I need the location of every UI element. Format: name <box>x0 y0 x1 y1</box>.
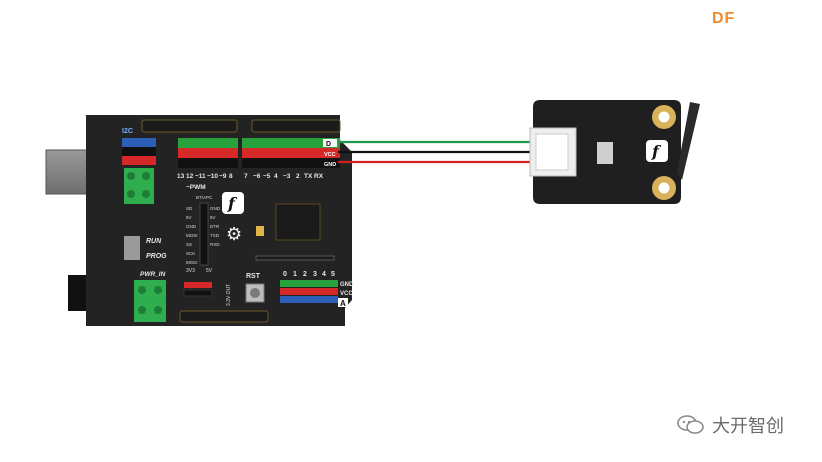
analog-pin-label: 3 <box>313 271 317 278</box>
wechat-icon <box>677 415 704 434</box>
pin-label: 2 <box>296 173 300 180</box>
icsp-label: SD <box>186 206 193 211</box>
icsp-label: SS <box>186 242 192 247</box>
icsp-label: SCK <box>186 251 195 256</box>
bt-label: BT/APC <box>196 195 213 200</box>
watermark-text: 大开智创 <box>712 416 784 437</box>
pin-label: ~9 <box>219 173 227 180</box>
gnd-label: GND <box>340 282 354 288</box>
board-logo-glyph: f <box>227 194 238 213</box>
pin-label: ~11 <box>195 173 206 180</box>
bt-labels: GND 5V DTR TXD RXD <box>210 206 221 247</box>
power-label-5v: 5V <box>206 268 213 274</box>
analog-pin-label: 1 <box>293 271 297 278</box>
wire-tags: D VCC GND <box>323 139 337 168</box>
sensor-module: f <box>529 100 700 204</box>
i2c-header <box>122 138 156 165</box>
mount-hole-bottom-inner <box>658 182 670 194</box>
pin-label: RX <box>314 173 324 180</box>
microcontroller-chip <box>275 203 321 241</box>
icsp-labels: SD 5V GND MOSI SS SCK MISO <box>186 206 198 265</box>
power-label-3v3: 3V3 <box>186 268 195 274</box>
icsp-label: MISO <box>186 260 198 265</box>
bottom-header <box>179 310 269 323</box>
analog-pin-label: 0 <box>283 271 287 278</box>
sensor-lever <box>677 102 700 180</box>
watermark: 大开智创 <box>676 412 784 438</box>
bt-pin-label: DTR <box>210 224 220 229</box>
icsp-label: 5V <box>186 215 192 220</box>
icsp-label: MOSI <box>186 233 198 238</box>
bt-pin-label: 5V <box>210 215 216 220</box>
bt-pin-label: RXD <box>210 242 220 247</box>
gear-icon: ⚙ <box>226 224 242 245</box>
digital-pin-labels: 13 12 ~11 ~10 ~9 8 7 ~6 ~5 4 ~3 2 TX RX <box>177 173 324 180</box>
pin-label: 7 <box>244 173 248 180</box>
i2c-label: I2C <box>122 128 133 135</box>
analog-letter: A <box>340 299 346 308</box>
analog-pin-labels: 0 1 2 3 4 5 <box>283 271 335 278</box>
analog-pin-label: 2 <box>303 271 307 278</box>
sensor-connector-inner <box>535 133 569 171</box>
sensor-logo <box>646 140 668 162</box>
board-logo <box>222 192 244 214</box>
top-header <box>141 119 341 133</box>
digital-header-gvs <box>178 138 340 168</box>
vcc-label: VCC <box>340 291 353 297</box>
pin-label: 13 <box>177 173 185 180</box>
analog-header <box>280 280 338 303</box>
rst-label: RST <box>246 273 261 280</box>
mount-hole-top-inner <box>658 111 670 123</box>
pin-label: ~6 <box>253 173 261 180</box>
run-prog-switch <box>124 236 140 260</box>
icsp-label: GND <box>186 224 197 229</box>
pin-label: 12 <box>186 173 194 180</box>
terminal-block-bottom <box>134 280 166 322</box>
pwm-label: ~PWM <box>186 184 206 191</box>
digital-letter: D <box>326 141 331 148</box>
df-logo: DF <box>712 10 736 27</box>
crystal <box>256 226 264 236</box>
pin-label: ~3 <box>283 173 291 180</box>
sensor-element <box>597 142 613 164</box>
power-header <box>183 282 213 297</box>
pwr-in-label: PWR_IN <box>140 271 166 278</box>
pin-label: 8 <box>229 173 233 180</box>
reset-out-label: 3.3V OUT <box>226 284 232 306</box>
pin-label: 4 <box>274 173 278 180</box>
wire-tag-gnd: GND <box>324 162 336 168</box>
analog-pin-label: 4 <box>322 271 326 278</box>
icsp-header <box>199 202 209 266</box>
pin-label: TX <box>304 173 313 180</box>
sensor-logo-glyph: f <box>651 142 662 161</box>
pin-label: ~5 <box>263 173 271 180</box>
bt-pin-label: TXD <box>210 233 220 238</box>
controller-board: I2C 13 12 ~11 ~10 ~9 8 7 ~6 ~5 4 <box>45 115 354 326</box>
prog-label: PROG <box>146 253 167 260</box>
gvs-rail <box>255 255 335 261</box>
wire-tag-vcc: VCC <box>324 152 336 158</box>
reset-button-cap <box>250 288 260 298</box>
run-label: RUN <box>146 238 162 245</box>
pin-label: ~10 <box>207 173 218 180</box>
analog-letter-box <box>338 298 348 307</box>
bt-pin-label: GND <box>210 206 221 211</box>
terminal-block-top <box>124 168 154 204</box>
wires <box>338 140 532 164</box>
analog-pin-label: 5 <box>331 271 335 278</box>
